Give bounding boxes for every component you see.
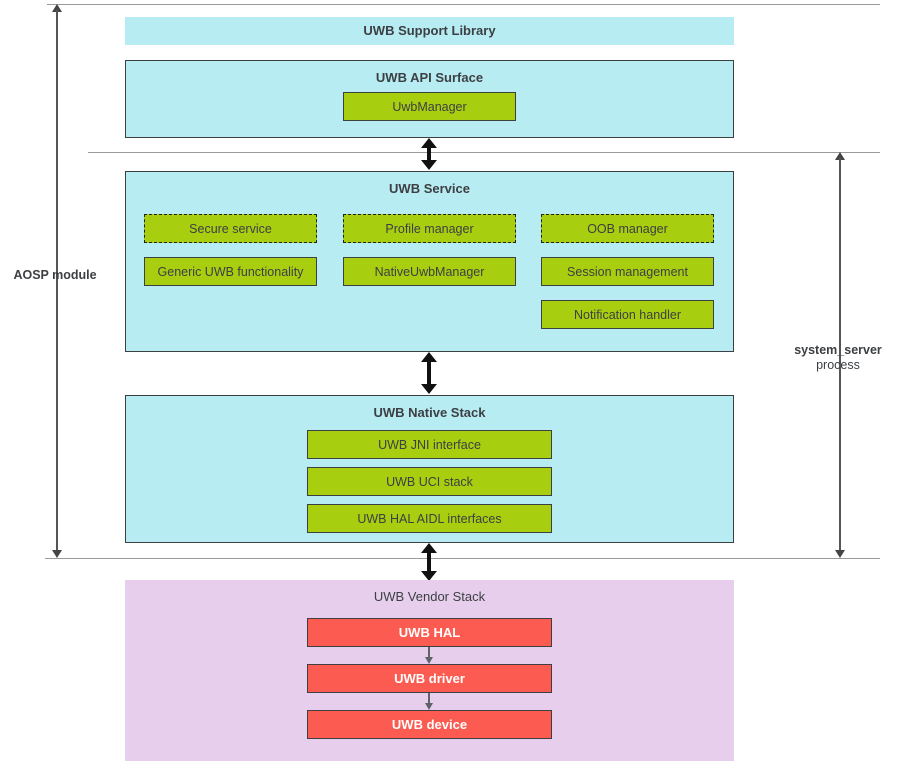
arrowhead-up-icon bbox=[421, 543, 437, 553]
arrow-shaft bbox=[428, 647, 430, 658]
arrow-shaft bbox=[428, 693, 430, 704]
connector-driver-to-device bbox=[425, 693, 434, 710]
arrowhead-up-icon bbox=[835, 152, 845, 160]
panel-title-uwb-support-library: UWB Support Library bbox=[363, 23, 496, 38]
connector-service-to-native bbox=[421, 352, 437, 394]
panel-title-uwb-vendor-stack: UWB Vendor Stack bbox=[373, 589, 486, 604]
arrowhead-down-icon bbox=[425, 703, 433, 710]
arrowhead-up-icon bbox=[421, 138, 437, 148]
node-notification-handler[interactable]: Notification handler bbox=[541, 300, 714, 329]
arrowhead-down-icon bbox=[52, 550, 62, 558]
node-oob-manager[interactable]: OOB manager bbox=[541, 214, 714, 243]
node-uwb-hal[interactable]: UWB HAL bbox=[307, 618, 552, 647]
arrowhead-down-icon bbox=[421, 571, 437, 581]
boundary-rule-api-service bbox=[88, 152, 880, 153]
node-uwb-driver[interactable]: UWB driver bbox=[307, 664, 552, 693]
arrow-shaft bbox=[427, 146, 431, 162]
arrow-shaft bbox=[839, 158, 841, 552]
node-session-management[interactable]: Session management bbox=[541, 257, 714, 286]
arrowhead-down-icon bbox=[421, 384, 437, 394]
system-server-span-arrow bbox=[833, 152, 847, 558]
system-server-label: system_server process bbox=[778, 343, 898, 373]
node-uwb-hal-aidl-interfaces[interactable]: UWB HAL AIDL interfaces bbox=[307, 504, 552, 533]
node-uwb-uci-stack[interactable]: UWB UCI stack bbox=[307, 467, 552, 496]
arrow-shaft bbox=[427, 360, 431, 386]
aosp-module-span-arrow bbox=[50, 4, 64, 558]
node-uwb-device[interactable]: UWB device bbox=[307, 710, 552, 739]
arrowhead-down-icon bbox=[421, 160, 437, 170]
arrowhead-down-icon bbox=[425, 657, 433, 664]
boundary-rule-top bbox=[47, 4, 880, 5]
node-uwb-jni-interface[interactable]: UWB JNI interface bbox=[307, 430, 552, 459]
aosp-module-label-text: AOSP module bbox=[13, 268, 97, 282]
panel-title-uwb-native-stack: UWB Native Stack bbox=[373, 405, 486, 420]
node-generic-uwb-functionality[interactable]: Generic UWB functionality bbox=[144, 257, 317, 286]
connector-api-to-service bbox=[421, 138, 437, 170]
connector-native-to-vendor bbox=[421, 543, 437, 581]
arrowhead-up-icon bbox=[52, 4, 62, 12]
arrow-shaft bbox=[56, 10, 58, 552]
arrow-shaft bbox=[427, 551, 431, 573]
node-secure-service[interactable]: Secure service bbox=[144, 214, 317, 243]
system-server-label-light: process bbox=[816, 358, 860, 372]
boundary-rule-bottom bbox=[45, 558, 880, 559]
node-native-uwb-manager[interactable]: NativeUwbManager bbox=[343, 257, 516, 286]
node-profile-manager[interactable]: Profile manager bbox=[343, 214, 516, 243]
panel-title-uwb-api-surface: UWB API Surface bbox=[375, 70, 484, 85]
panel-uwb-support-library: UWB Support Library bbox=[125, 17, 734, 45]
arrowhead-down-icon bbox=[835, 550, 845, 558]
system-server-label-strong: system_server bbox=[794, 343, 882, 357]
connector-hal-to-driver bbox=[425, 647, 434, 664]
arrowhead-up-icon bbox=[421, 352, 437, 362]
panel-title-uwb-service: UWB Service bbox=[389, 181, 470, 196]
aosp-module-label: AOSP module bbox=[0, 268, 110, 283]
node-uwb-manager[interactable]: UwbManager bbox=[343, 92, 516, 121]
